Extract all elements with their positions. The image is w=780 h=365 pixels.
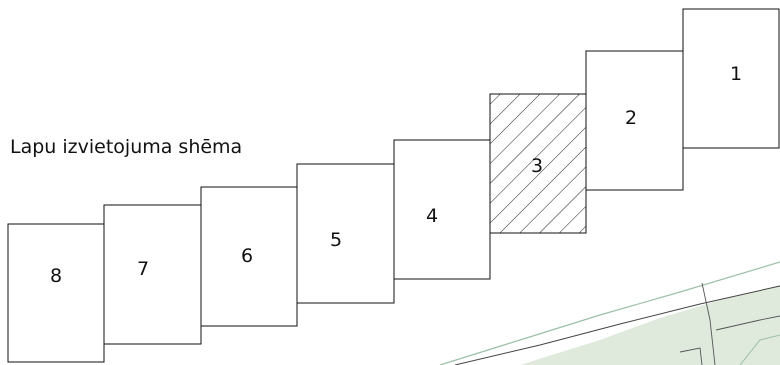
sheet-label-2: 2 xyxy=(625,107,637,129)
sheet-4[interactable]: 4 xyxy=(393,139,491,280)
sheet-label-8: 8 xyxy=(50,265,62,287)
sheet-7[interactable]: 7 xyxy=(103,204,202,345)
basemap-fragment xyxy=(439,261,780,365)
parcel-line xyxy=(701,282,716,365)
sheet-6[interactable]: 6 xyxy=(200,186,298,327)
river-bank-line xyxy=(439,261,780,365)
sheet-label-3: 3 xyxy=(531,155,543,177)
sheet-label-1: 1 xyxy=(730,63,742,85)
road-line xyxy=(454,285,780,365)
sheet-3-hatch xyxy=(489,93,587,234)
sheet-label-5: 5 xyxy=(330,229,342,251)
sheet-label-6: 6 xyxy=(241,245,253,267)
layout-scheme-title: Lapu izvietojuma shēma xyxy=(10,136,243,158)
basemap-green-area xyxy=(520,285,780,365)
sheet-label-4: 4 xyxy=(426,205,438,227)
parcel-line xyxy=(715,315,780,331)
parcel-line xyxy=(679,347,703,365)
basemap-road-edge xyxy=(739,334,780,365)
sheet-8[interactable]: 8 xyxy=(7,223,105,363)
sheet-label-7: 7 xyxy=(137,258,149,280)
sheet-2[interactable]: 2 xyxy=(585,50,684,191)
sheet-5[interactable]: 5 xyxy=(296,163,395,304)
sheet-1[interactable]: 1 xyxy=(682,8,780,149)
sheet-3[interactable]: 3 xyxy=(489,93,587,234)
